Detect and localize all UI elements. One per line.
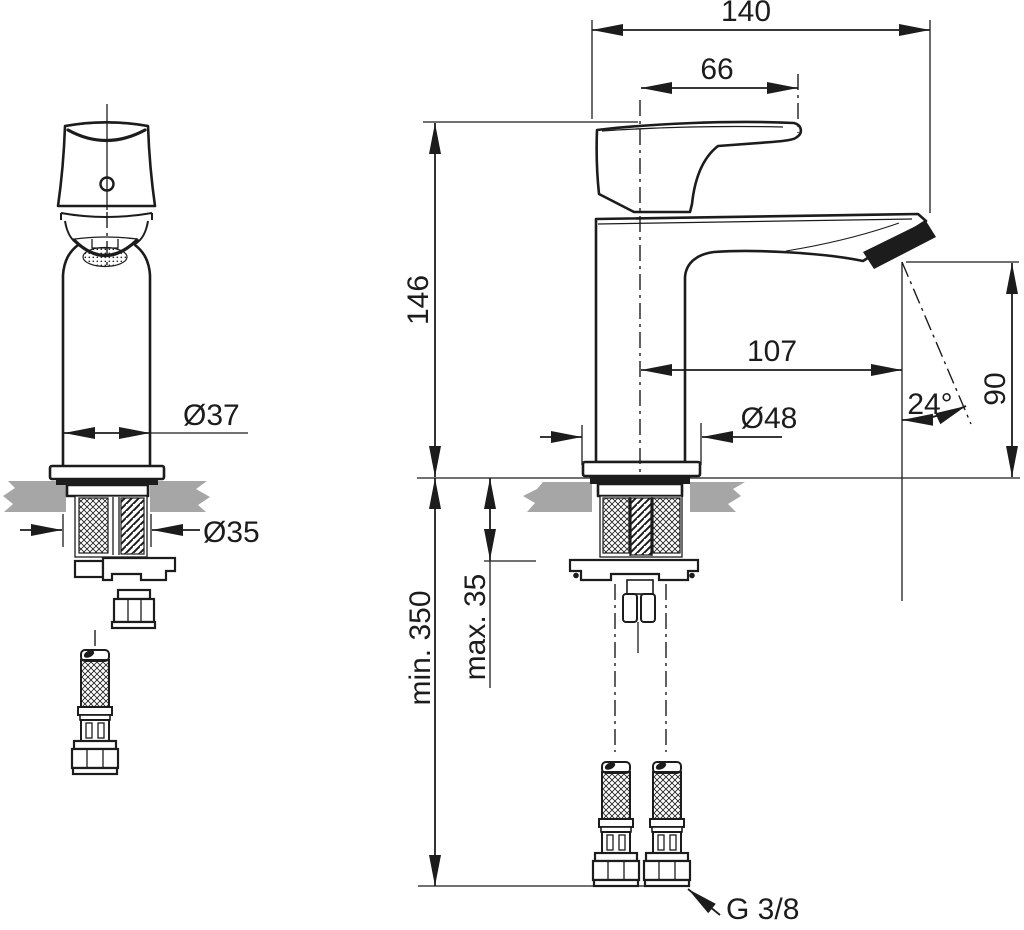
stream-centerline (901, 261, 972, 425)
base-flange-side (581, 460, 702, 478)
base-flange-front (48, 464, 166, 481)
side-countertop (523, 482, 745, 512)
supply-hose-front (70, 647, 120, 776)
shank-hose-braid-right (652, 497, 681, 554)
aerator-rim (74, 236, 138, 240)
base-gasket-front (56, 479, 158, 485)
supply-hose-left (591, 759, 641, 888)
countertop-left-piece (3, 481, 66, 512)
collar (60, 212, 153, 220)
overall-depth-label: 140 (721, 0, 771, 28)
aerator-mesh (82, 246, 128, 268)
front-view: Ø37 Ø35 (3, 104, 260, 776)
body-side (594, 212, 928, 464)
connector-neck (626, 579, 654, 595)
body-diameter-label: Ø37 (183, 399, 240, 432)
dimension-body-diameter: Ø37 (64, 399, 248, 439)
outlet-height-label: 90 (979, 372, 1012, 405)
rod-nut-front (110, 588, 157, 630)
mounting-plate-side (568, 558, 700, 582)
side-undercounter (568, 482, 700, 888)
handle-top-rim (65, 121, 148, 127)
dimension-handle-axis-offset: 66 (641, 53, 798, 94)
supply-thread-label: G 3/8 (726, 893, 799, 926)
dimension-shank-diameter: Ø35 (20, 514, 260, 549)
threaded-rod-side (630, 497, 652, 556)
dimension-stream-angle: 24° (901, 388, 967, 426)
hose-length-label: min. 350 (404, 590, 437, 705)
base-gasket-side (590, 477, 690, 484)
aerator-band (863, 221, 936, 269)
dimension-deck-thickness: max. 35 (459, 478, 536, 688)
aerator-notch (91, 239, 119, 249)
front-countertop (3, 481, 210, 512)
handle-side-inner-line (601, 125, 784, 132)
height-label: 146 (402, 275, 435, 325)
shank-collar-front (65, 483, 150, 498)
shank-hose-braid-left (602, 497, 630, 554)
side-view: 140 66 146 107 Ø48 24° (402, 0, 1020, 926)
body-top-inner-line (597, 218, 913, 225)
countertop-right-piece (150, 481, 210, 512)
dimension-spout-reach: 107 (641, 335, 902, 376)
spout-highlight (785, 222, 900, 252)
side-faucet-body (581, 120, 936, 484)
dimension-base-diameter: Ø48 (540, 402, 797, 465)
spout-reach-label: 107 (747, 335, 797, 368)
front-faucet-body (48, 120, 166, 485)
shank-collar-side (596, 482, 684, 498)
countertop-right-piece (690, 482, 745, 512)
plate-oring-right (689, 572, 695, 579)
deck-thickness-label: max. 35 (459, 574, 492, 681)
supply-hose-right (642, 759, 692, 888)
countertop-left-piece (523, 482, 592, 512)
threaded-rod-front (120, 497, 145, 555)
front-undercounter (65, 483, 177, 776)
dimension-height: 146 (402, 121, 638, 477)
dimension-outlet-height: 90 (906, 261, 1019, 477)
stream-angle-label: 24° (907, 388, 952, 421)
dimension-overall-depth: 140 (591, 0, 931, 213)
base-diameter-label: Ø48 (741, 402, 798, 435)
shank-inner-walls-front (112, 497, 120, 555)
connector-foot-left (622, 593, 638, 623)
plate-oring-left (573, 572, 579, 579)
handle-top-concave (66, 128, 147, 143)
connector-foot-right (640, 593, 656, 623)
shank-hose-braid-front (78, 497, 109, 554)
annotation-supply-thread: G 3/8 (687, 888, 799, 926)
mounting-block-front (73, 559, 105, 579)
handle-axis-offset-label: 66 (700, 53, 733, 86)
shank-diameter-label: Ø35 (203, 516, 260, 549)
dimension-hose-length: min. 350 (404, 478, 686, 887)
shank-inner-walls-side (629, 497, 653, 556)
handle-side (595, 120, 803, 214)
column-front (61, 243, 152, 468)
mounting-plate-front (101, 556, 177, 582)
